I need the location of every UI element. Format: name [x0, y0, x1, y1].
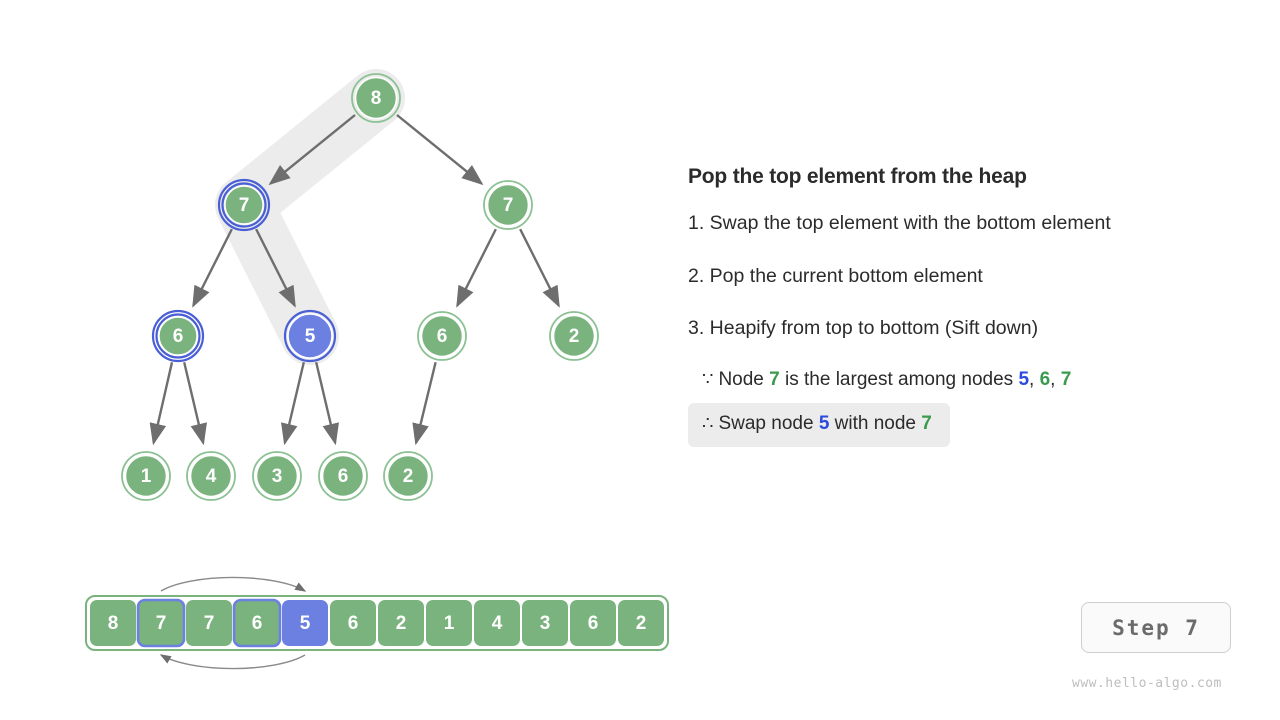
highlighted-value-green: 7 — [921, 413, 932, 434]
array-container — [85, 595, 669, 651]
tree-edge — [412, 361, 437, 446]
tree-edge — [519, 228, 560, 308]
reasoning-block: ∵ Node 7 is the largest among nodes 5, 6… — [688, 368, 1248, 452]
tree-edge — [149, 362, 174, 446]
highlighted-value-blue: 5 — [818, 413, 830, 434]
tree-node-value: 6 — [173, 326, 184, 347]
highlight-band-path — [215, 69, 405, 365]
tree-node-5-selected: 5 — [283, 309, 337, 363]
tree-edge — [268, 114, 356, 186]
step-1: 1. Swap the top element with the bottom … — [688, 212, 1111, 235]
array-cell: 3 — [522, 600, 568, 646]
array-cell: 2 — [618, 600, 664, 646]
array-cell-value: 3 — [540, 613, 551, 634]
tree-edge — [192, 228, 233, 308]
array-cell-value: 6 — [348, 613, 359, 634]
array-cell: 1 — [426, 600, 472, 646]
reason-because: ∵ Node 7 is the largest among nodes 5, 6… — [688, 368, 1248, 393]
tree-node-value: 7 — [503, 195, 514, 216]
array-cell: 4 — [474, 600, 520, 646]
highlighted-value-sym: ∵ — [702, 369, 719, 390]
highlighted-value-green: 7 — [769, 369, 780, 391]
reason-therefore: ∴ Swap node 5 with node 7 — [688, 403, 950, 447]
array-cell-value: 4 — [492, 613, 503, 634]
tree-node-7-left: 7 — [217, 178, 271, 232]
reason-text: is the largest among nodes — [779, 369, 1019, 391]
array-cell-value: 8 — [108, 613, 119, 634]
tree-node-1-leaf: 1 — [121, 451, 171, 501]
tree-node-2-leaf: 2 — [383, 451, 433, 501]
array-cell-value: 6 — [252, 613, 263, 634]
tree-node-value: 6 — [437, 326, 448, 347]
step-2: 2. Pop the current bottom element — [688, 264, 983, 287]
reason-text: Swap node — [718, 413, 819, 434]
tree-node-3-leaf: 3 — [252, 451, 302, 501]
array-cell: 6 — [330, 600, 376, 646]
tree-edge — [315, 362, 339, 446]
tree-node-value: 3 — [272, 466, 283, 487]
array-cell-value: 1 — [444, 613, 455, 634]
tree-node-6-left: 6 — [151, 309, 205, 363]
array-cell: 2 — [378, 600, 424, 646]
array-cell-value: 5 — [300, 613, 311, 634]
tree-node-value: 4 — [206, 466, 217, 487]
array-cell-value: 2 — [636, 613, 647, 634]
array-cell-value: 6 — [588, 613, 599, 634]
tree-node-7-right: 7 — [483, 180, 533, 230]
reason-text: with node — [829, 413, 922, 434]
tree-node-6-leaf: 6 — [318, 451, 368, 501]
array-representation: 8 7 7 6 5 6 2 1 4 3 6 2 — [85, 576, 669, 670]
tree-edge — [456, 228, 497, 308]
highlighted-value-blue: 5 — [1018, 369, 1030, 391]
tree-node-4-leaf: 4 — [186, 451, 236, 501]
tree-nodes: 8 7 7 6 5 6 2 1 4 3 6 2 — [121, 73, 599, 501]
reason-text: Node — [718, 369, 770, 391]
array-cell: 6 — [570, 600, 616, 646]
tree-edges — [149, 114, 560, 446]
highlighted-value-green: 7 — [1060, 369, 1072, 391]
highlighted-value-green: 6 — [1039, 369, 1051, 391]
array-cell: 7 — [136, 598, 186, 648]
step-3: 3. Heapify from top to bottom (Sift down… — [688, 316, 1039, 339]
array-cell-value: 7 — [156, 613, 167, 634]
explanation-panel: Pop the top element from the heap 1. Swa… — [688, 164, 1248, 453]
array-cell: 8 — [90, 600, 136, 646]
tree-node-value: 8 — [371, 88, 382, 109]
sift-down-path-highlight — [215, 69, 405, 365]
tree-edge — [183, 362, 207, 446]
tree-edge — [281, 362, 305, 446]
tree-node-value: 2 — [403, 466, 414, 487]
tree-node-value: 7 — [239, 195, 250, 216]
tree-node-value: 6 — [338, 466, 349, 487]
array-cell-value: 2 — [396, 613, 407, 634]
tree-node-6-right: 6 — [417, 311, 467, 361]
tree-edge — [396, 114, 484, 186]
swap-arc-top — [160, 576, 307, 592]
tree-node-value: 1 — [141, 466, 152, 487]
tree-node-value: 5 — [305, 326, 316, 347]
heap-figure: 8 7 7 6 5 6 2 1 4 3 6 2 8 7 7 6 5 6 2 1 4 3 6 2 — [85, 69, 669, 670]
swap-arc-bottom — [159, 654, 306, 670]
tree-node-root-8: 8 — [351, 73, 401, 123]
array-cell: 5 — [282, 600, 328, 646]
tree-edge — [255, 228, 296, 308]
reason-text: , — [1050, 369, 1061, 391]
step-badge: Step 7 — [1081, 602, 1231, 653]
reason-text: , — [1029, 369, 1040, 391]
page-title: Pop the top element from the heap — [688, 165, 1027, 188]
tree-node-value: 2 — [569, 326, 580, 347]
array-cell-value: 7 — [204, 613, 215, 634]
highlighted-value-sym: ∴ — [702, 413, 719, 433]
array-cell: 6 — [232, 598, 282, 648]
watermark: www.hello-algo.com — [1072, 676, 1222, 691]
array-cell: 7 — [186, 600, 232, 646]
tree-node-2-right: 2 — [549, 311, 599, 361]
